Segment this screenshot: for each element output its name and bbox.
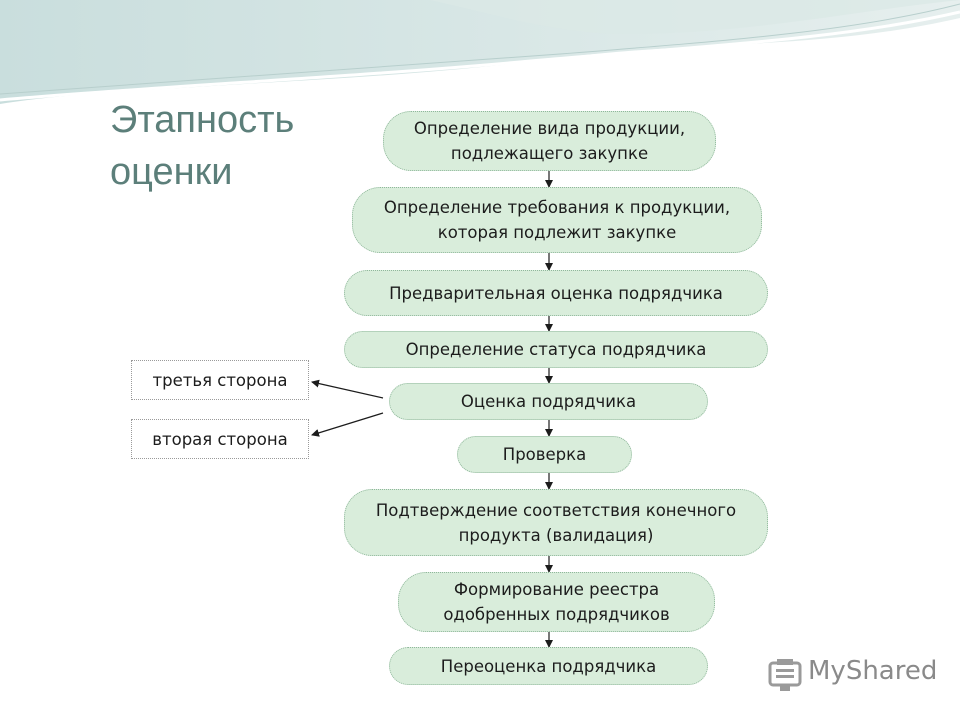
step-product-type: Определение вида продукции, подлежащего … [383,111,716,171]
second-party-label: вторая сторона [152,429,288,449]
step-label: Определение вида продукции, подлежащего … [413,119,686,163]
title-line-1: Этапность [110,99,295,141]
slide-title: Этапность оценки [110,94,294,198]
header-wave-decoration [0,0,960,104]
step-label: Переоценка подрядчика [440,656,657,676]
step-product-requirements: Определение требования к продукции, кото… [352,187,762,253]
step-label: Определение статуса подрядчика [405,340,707,359]
step-label: Формирование реестра одобренных подрядчи… [443,580,670,624]
third-party-label: третья сторона [152,370,288,390]
step-contractor-status: Определение статуса подрядчика [344,331,768,368]
step-label: Предварительная оценка подрядчика [389,283,723,303]
third-party-box: третья сторона [131,360,309,400]
step-audit: Проверка [457,436,632,473]
step-contractor-evaluation: Оценка подрядчика [389,383,708,420]
title-line-2: оценки [110,151,233,193]
arrow-to-second-party [311,412,384,437]
step-label: Определение требования к продукции, кото… [383,198,731,242]
step-reevaluation: Переоценка подрядчика [389,647,708,685]
step-preliminary-evaluation: Предварительная оценка подрядчика [344,270,768,316]
watermark-text: MyShared [808,656,938,686]
step-approved-registry: Формирование реестра одобренных подрядчи… [398,572,715,632]
step-label: Подтверждение соответствия конечного про… [375,500,737,545]
step-validation: Подтверждение соответствия конечного про… [344,489,768,556]
second-party-box: вторая сторона [131,419,309,459]
watermark-logo-icon [768,659,802,691]
arrow-to-third-party [311,379,384,399]
step-label: Оценка подрядчика [460,392,637,411]
step-label: Проверка [502,445,587,464]
